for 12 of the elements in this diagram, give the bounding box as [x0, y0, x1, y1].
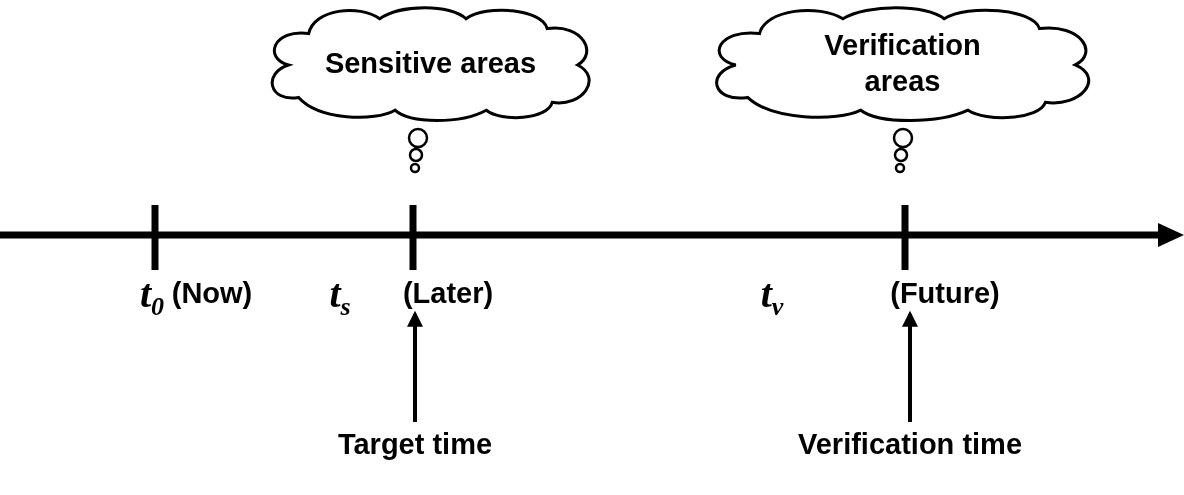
cloud-label: Verification areas — [823, 27, 982, 99]
time-symbol: t$_{s}$ — [329, 270, 351, 317]
arrow — [902, 310, 918, 422]
time-label: (Future) — [890, 277, 1000, 310]
time-label: (Now) — [171, 277, 253, 310]
arrow — [407, 310, 423, 422]
time-label: Verification time — [798, 428, 1022, 461]
time-label: (Later) — [402, 277, 494, 310]
time-symbol: t$_{v}$ — [760, 270, 784, 317]
cloud-label: Sensitive areas — [323, 45, 538, 81]
time-symbol: t$_{0}$ — [139, 270, 165, 317]
time-label: Target time — [337, 428, 493, 461]
